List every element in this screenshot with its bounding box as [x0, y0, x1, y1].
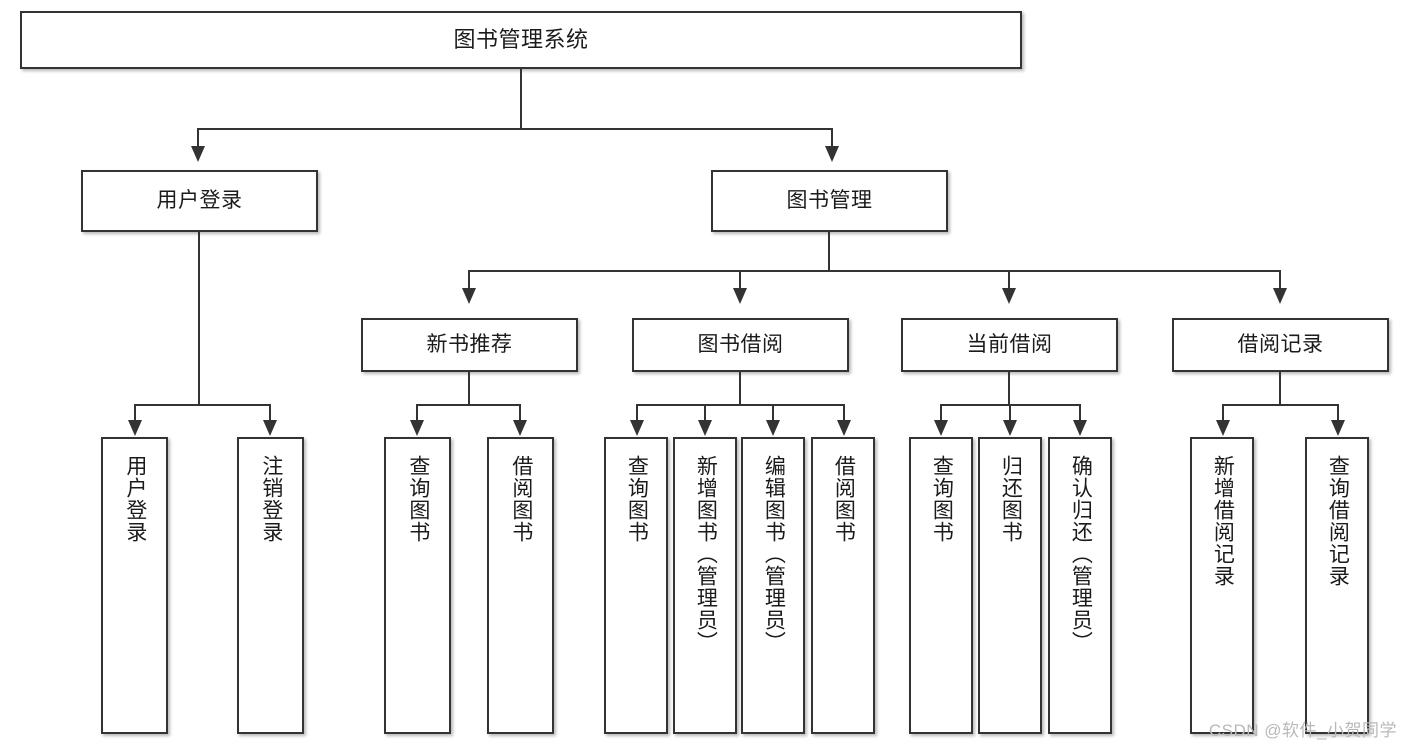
- edge-bm-to-new-book: [468, 270, 470, 290]
- arrow-bm-to-current-borrow: [1002, 288, 1016, 304]
- edge-borrow-record-to-leaf-1: [1222, 404, 1224, 422]
- node-leaf-logout[interactable]: 注销登录: [237, 437, 304, 734]
- node-book-management[interactable]: 图书管理: [711, 170, 948, 232]
- node-book-borrow[interactable]: 图书借阅: [632, 318, 849, 372]
- edge-book-borrow-to-leaf-4: [843, 404, 845, 422]
- edge-root-stem: [520, 69, 522, 129]
- arrow-user-login-to-leaf-1: [128, 420, 142, 436]
- node-leaf-query-book-3[interactable]: 查询图书: [909, 437, 973, 734]
- node-label: 借阅图书: [832, 455, 856, 543]
- node-current-borrow[interactable]: 当前借阅: [901, 318, 1118, 372]
- node-new-book-recommend[interactable]: 新书推荐: [361, 318, 578, 372]
- node-leaf-return-book[interactable]: 归还图书: [978, 437, 1042, 734]
- arrow-book-borrow-to-leaf-1: [630, 420, 644, 436]
- node-leaf-edit-book[interactable]: 编辑图书（管理员）: [741, 437, 805, 734]
- node-user-login[interactable]: 用户登录: [81, 170, 318, 232]
- edge-borrow-record-stem: [1279, 372, 1281, 406]
- node-leaf-confirm-return[interactable]: 确认归还（管理员）: [1048, 437, 1112, 734]
- node-label: 新书推荐: [426, 332, 513, 356]
- edge-borrow-record-rail: [1222, 404, 1339, 406]
- arrow-current-borrow-to-leaf-2: [1003, 420, 1017, 436]
- node-label: 新增图书（管理员）: [694, 455, 718, 653]
- edge-new-book-rail: [416, 404, 521, 406]
- arrow-new-book-to-leaf-1: [410, 420, 424, 436]
- arrow-borrow-record-to-leaf-2: [1331, 420, 1345, 436]
- edge-book-borrow-stem: [739, 372, 741, 406]
- edge-book-management-stem: [828, 232, 830, 271]
- arrow-book-borrow-to-leaf-2: [698, 420, 712, 436]
- node-label: 当前借阅: [966, 332, 1053, 356]
- node-label: 用户登录: [123, 455, 147, 543]
- node-leaf-query-record[interactable]: 查询借阅记录: [1305, 437, 1369, 734]
- node-label: 借阅记录: [1237, 332, 1324, 356]
- edge-current-borrow-to-leaf-3: [1079, 404, 1081, 422]
- arrow-book-borrow-to-leaf-3: [766, 420, 780, 436]
- node-label: 编辑图书（管理员）: [762, 455, 786, 653]
- node-label: 新增借阅记录: [1211, 455, 1235, 587]
- arrow-borrow-record-to-leaf-1: [1216, 420, 1230, 436]
- arrow-new-book-to-leaf-2: [513, 420, 527, 436]
- edge-book-borrow-to-leaf-2: [704, 404, 706, 422]
- arrow-bm-to-new-book: [462, 288, 476, 304]
- edge-user-login-to-leaf-1: [134, 404, 136, 422]
- edge-new-book-to-leaf-1: [416, 404, 418, 422]
- edge-user-login-stem: [198, 232, 200, 405]
- node-borrow-record[interactable]: 借阅记录: [1172, 318, 1389, 372]
- node-label: 图书管理: [786, 188, 873, 212]
- node-label: 注销登录: [259, 455, 283, 543]
- arrow-current-borrow-to-leaf-3: [1073, 420, 1087, 436]
- csdn-watermark: CSDN @软件_小贺同学: [1208, 721, 1397, 740]
- arrow-book-borrow-to-leaf-4: [837, 420, 851, 436]
- edge-root-rail: [197, 128, 833, 130]
- arrow-user-login-to-leaf-2: [263, 420, 277, 436]
- arrow-bm-to-book-borrow: [733, 288, 747, 304]
- node-label: 查询图书: [625, 455, 649, 543]
- node-label: 确认归还（管理员）: [1069, 455, 1093, 653]
- edge-bm-to-book-borrow: [739, 270, 741, 290]
- edge-bm-to-borrow-record: [1279, 270, 1281, 290]
- arrow-bm-to-borrow-record: [1273, 288, 1287, 304]
- node-leaf-borrow-book-1[interactable]: 借阅图书: [487, 437, 554, 734]
- edge-user-login-rail: [134, 404, 271, 406]
- edge-book-borrow-rail: [636, 404, 845, 406]
- node-label: 归还图书: [999, 455, 1023, 543]
- node-label: 查询借阅记录: [1326, 455, 1350, 587]
- node-leaf-query-book-1[interactable]: 查询图书: [384, 437, 451, 734]
- arrow-current-borrow-to-leaf-1: [934, 420, 948, 436]
- node-label: 查询图书: [406, 455, 430, 543]
- node-leaf-add-book[interactable]: 新增图书（管理员）: [673, 437, 737, 734]
- node-leaf-add-record[interactable]: 新增借阅记录: [1190, 437, 1254, 734]
- edge-bm-to-current-borrow: [1008, 270, 1010, 290]
- node-label: 借阅图书: [509, 455, 533, 543]
- edge-current-borrow-stem: [1008, 372, 1010, 406]
- node-label: 查询图书: [930, 455, 954, 543]
- node-leaf-query-book-2[interactable]: 查询图书: [604, 437, 668, 734]
- edge-root-to-user-login: [197, 128, 199, 148]
- edge-current-borrow-to-leaf-1: [940, 404, 942, 422]
- edge-book-borrow-to-leaf-1: [636, 404, 638, 422]
- edge-book-management-rail: [468, 270, 1281, 272]
- edge-current-borrow-to-leaf-2: [1009, 404, 1011, 422]
- edge-root-to-book-management: [831, 128, 833, 148]
- arrow-root-to-user-login: [191, 146, 205, 162]
- node-label: 用户登录: [156, 188, 243, 212]
- node-label: 图书管理系统: [453, 27, 589, 53]
- node-root-system[interactable]: 图书管理系统: [20, 11, 1022, 69]
- node-leaf-user-login[interactable]: 用户登录: [101, 437, 168, 734]
- node-leaf-borrow-book-2[interactable]: 借阅图书: [811, 437, 875, 734]
- arrow-root-to-book-management: [825, 146, 839, 162]
- edge-new-book-stem: [468, 372, 470, 406]
- edge-borrow-record-to-leaf-2: [1337, 404, 1339, 422]
- node-label: 图书借阅: [697, 332, 784, 356]
- edge-user-login-to-leaf-2: [269, 404, 271, 422]
- edge-book-borrow-to-leaf-3: [772, 404, 774, 422]
- edge-new-book-to-leaf-2: [519, 404, 521, 422]
